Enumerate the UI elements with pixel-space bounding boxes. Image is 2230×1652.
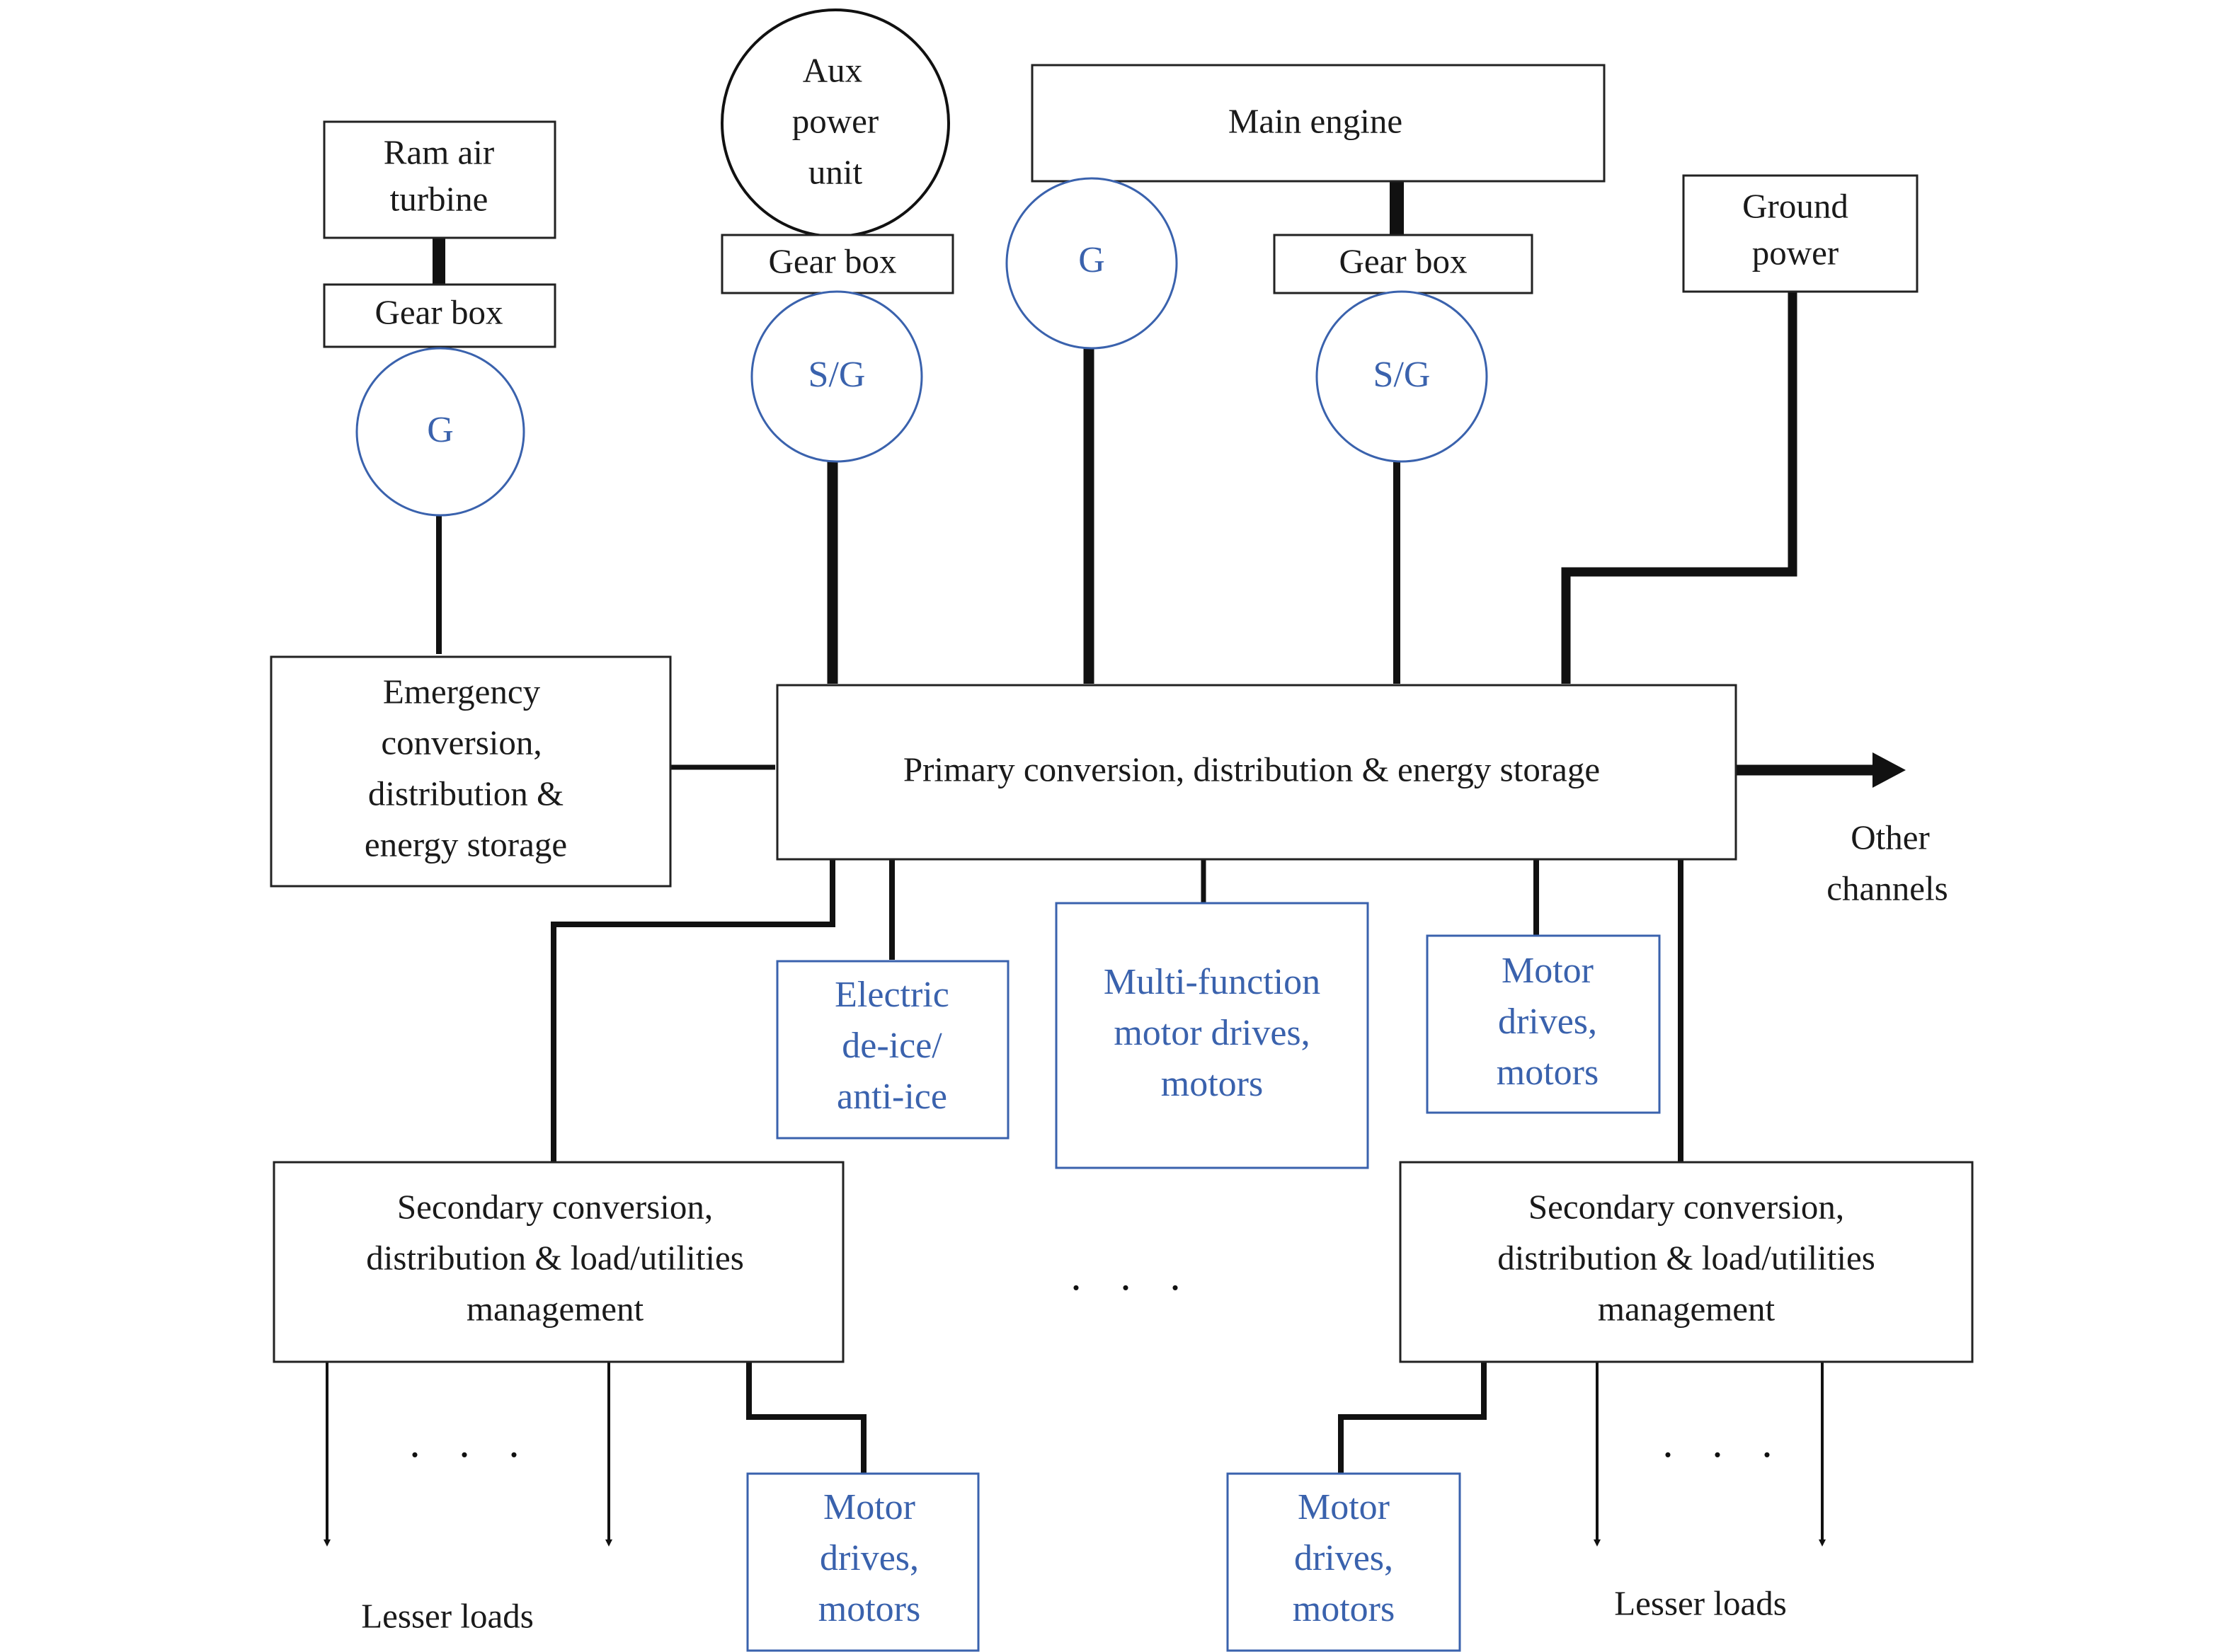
rat-generator-circle: G [355, 347, 525, 517]
apu-sg-label: S/G [808, 355, 866, 395]
multi-function-box: Multi-function motor drives, motors [1055, 902, 1369, 1169]
multifunction-label-3: motors [1161, 1064, 1263, 1104]
ground-power-label-1: Ground [1742, 186, 1848, 225]
lesser-loads-left-label: Lesser loads [361, 1596, 534, 1635]
main-sg-label: S/G [1373, 355, 1431, 395]
rat-gearbox-box: Gear box [323, 283, 556, 348]
motor-drives-top-label-2: drives, [1498, 1002, 1597, 1042]
secondary-right-label-3: management [1598, 1289, 1776, 1328]
secondary-left-label-3: management [467, 1289, 644, 1328]
other-channels-arrowhead [1872, 752, 1906, 788]
motor-drives-right-label-3: motors [1293, 1589, 1395, 1629]
middle-ellipsis: . . . [1071, 1252, 1195, 1299]
motor-drives-left-label-2: drives, [820, 1538, 919, 1578]
main-generator-circle: G [1005, 177, 1178, 350]
rat-gearbox-label: Gear box [375, 292, 503, 331]
emergency-conversion-box: Emergency conversion, distribution & ene… [270, 655, 672, 888]
ram-air-turbine-label-1: Ram air [384, 132, 494, 171]
main-gearbox-box: Gear box [1273, 234, 1533, 294]
secondary-right-label-1: Secondary conversion, [1528, 1187, 1844, 1226]
deice-box: Electric de-ice/ anti-ice [776, 960, 1010, 1140]
main-engine-box: Main engine [1031, 64, 1606, 183]
motor-drives-top-label-3: motors [1497, 1052, 1599, 1093]
primary-to-secondary-left-line [551, 859, 835, 1162]
ground-power-label-2: power [1752, 233, 1839, 272]
deice-label-3: anti-ice [837, 1077, 947, 1117]
main-starter-generator-circle: S/G [1315, 290, 1488, 463]
main-gearbox-label: Gear box [1339, 241, 1468, 280]
rat-generator-label: G [427, 410, 454, 450]
other-channels-text: Other channels [1826, 818, 1948, 907]
ram-air-turbine-box: Ram air turbine [323, 120, 556, 239]
motor-drives-top-label-1: Motor [1502, 951, 1594, 991]
primary-conversion-box: Primary conversion, distribution & energ… [776, 684, 1737, 861]
secondary-right-label-2: distribution & load/utilities [1497, 1238, 1875, 1277]
main-engine-label: Main engine [1228, 101, 1402, 140]
emergency-label-1: Emergency [383, 672, 541, 711]
apu-label-1: Aux [803, 50, 862, 89]
apu-label-2: power [792, 101, 879, 140]
ram-air-turbine-label-2: turbine [390, 179, 488, 218]
emergency-label-3: distribution & [368, 774, 564, 813]
apu-label-3: unit [808, 152, 863, 191]
secondary-left-label-1: Secondary conversion, [397, 1187, 713, 1226]
motor-drives-left-box: Motor drives, motors [746, 1472, 980, 1652]
secondary-left-box: Secondary conversion, distribution & loa… [273, 1161, 845, 1363]
emergency-label-4: energy storage [365, 825, 567, 864]
ground-power-box: Ground power [1682, 174, 1919, 293]
motor-drives-right-label-1: Motor [1298, 1487, 1390, 1527]
other-channels-label-1: Other [1851, 818, 1930, 856]
connections [324, 181, 1906, 1547]
aux-power-unit-circle: Aux power unit [721, 8, 950, 238]
ground-power-to-primary-line [1561, 292, 1797, 684]
motor-drives-right-box: Motor drives, motors [1226, 1472, 1461, 1652]
right-loads-ellipsis: . . . [1663, 1419, 1787, 1466]
left-loads-ellipsis: . . . [410, 1419, 534, 1466]
motor-drives-top-box: Motor drives, motors [1426, 934, 1661, 1114]
motor-drives-left-label-1: Motor [823, 1487, 915, 1527]
emergency-label-2: conversion, [381, 723, 542, 762]
secondary-left-to-motor-drives-line [746, 1362, 867, 1474]
multifunction-label-1: Multi-function [1104, 962, 1320, 1002]
deice-label-2: de-ice/ [842, 1026, 942, 1066]
secondary-right-to-motor-drives-line [1338, 1362, 1487, 1474]
lesser-loads-right-label: Lesser loads [1614, 1583, 1787, 1622]
multifunction-label-2: motor drives, [1114, 1013, 1310, 1053]
secondary-left-label-2: distribution & load/utilities [366, 1238, 744, 1277]
primary-label: Primary conversion, distribution & energ… [903, 750, 1600, 788]
motor-drives-left-label-3: motors [818, 1589, 920, 1629]
apu-gearbox-label: Gear box [769, 241, 897, 280]
other-channels-label-2: channels [1826, 868, 1948, 907]
apu-starter-generator-circle: S/G [750, 290, 923, 463]
deice-label-1: Electric [835, 975, 949, 1015]
main-generator-label: G [1078, 240, 1105, 280]
apu-gearbox-box: Gear box [721, 234, 954, 294]
secondary-right-box: Secondary conversion, distribution & loa… [1399, 1161, 1974, 1363]
motor-drives-right-label-2: drives, [1294, 1538, 1393, 1578]
